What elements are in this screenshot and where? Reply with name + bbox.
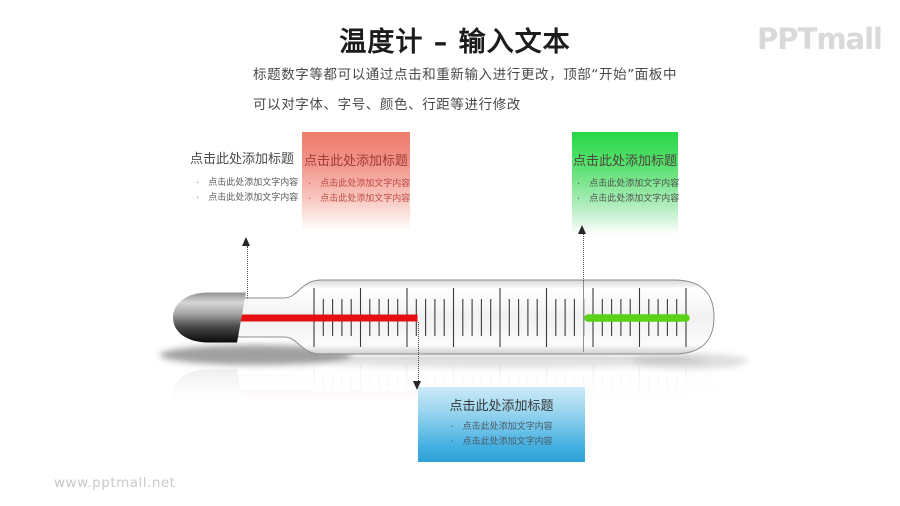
callout-blue-segment[interactable]: 点击此处添加标题 · 点击此处添加文字内容 · 点击此处添加文字内容 <box>418 387 585 462</box>
callout-bullet[interactable]: · 点击此处添加文字内容 <box>418 435 585 450</box>
callout-bullet-text: 点击此处添加文字内容 <box>589 194 680 204</box>
callout-bullet-text: 点击此处添加文字内容 <box>320 194 411 204</box>
watermark-url: www.pptmall.net <box>54 475 176 491</box>
callout-bullet-text: 点击此处添加文字内容 <box>462 437 553 447</box>
callout-bullet[interactable]: · 点击此处添加文字内容 <box>302 177 410 192</box>
arrow-up-icon <box>242 237 250 246</box>
callout-bullet[interactable]: · 点击此处添加文字内容 <box>572 177 680 192</box>
callout-bullet[interactable]: · 点击此处添加文字内容 <box>572 192 680 207</box>
bullet-dot-icon: · <box>577 194 581 205</box>
subtitle: 标题数字等都可以通过点击和重新输入进行更改，顶部“开始”面板中 可以对字体、字号… <box>253 60 683 120</box>
connector-line-green <box>583 234 584 281</box>
thermometer-shadow <box>160 345 748 369</box>
bullet-dot-icon: · <box>450 437 454 448</box>
callout-title[interactable]: 点击此处添加标题 <box>449 399 554 414</box>
callout-bullet[interactable]: · 点击此处添加文字内容 <box>183 176 307 191</box>
callout-bullet[interactable]: · 点击此处添加文字内容 <box>183 191 307 206</box>
callout-bullet-text: 点击此处添加文字内容 <box>589 179 680 189</box>
arrow-down-icon <box>413 381 421 390</box>
callout-bullet-text: 点击此处添加文字内容 <box>208 193 299 203</box>
callout-red-segment[interactable]: 点击此处添加标题 · 点击此处添加文字内容 · 点击此处添加文字内容 <box>302 132 410 239</box>
bullet-dot-icon: · <box>308 194 312 205</box>
connector-line-blue <box>418 322 419 381</box>
callout-bullet[interactable]: · 点击此处添加文字内容 <box>302 192 410 207</box>
callout-title[interactable]: 点击此处添加标题 <box>573 154 678 169</box>
subtitle-line-1: 标题数字等都可以通过点击和重新输入进行更改，顶部“开始”面板中 <box>253 67 678 83</box>
callout-bullet-text: 点击此处添加文字内容 <box>320 179 411 189</box>
callout-bullet[interactable]: · 点击此处添加文字内容 <box>418 420 585 435</box>
arrow-up-icon <box>578 225 586 234</box>
callout-green-segment[interactable]: 点击此处添加标题 · 点击此处添加文字内容 · 点击此处添加文字内容 <box>572 132 680 239</box>
subtitle-line-2: 可以对字体、字号、颜色、行距等进行修改 <box>253 97 521 113</box>
bullet-dot-icon: · <box>196 193 200 204</box>
callout-title[interactable]: 点击此处添加标题 <box>190 152 295 167</box>
callout-bulb-placeholder[interactable]: 点击此处添加标题 · 点击此处添加文字内容 · 点击此处添加文字内容 <box>183 152 307 206</box>
connector-line-bulb <box>247 246 248 298</box>
callout-bullet-text: 点击此处添加文字内容 <box>462 422 553 432</box>
bullet-dot-icon: · <box>196 178 200 189</box>
callout-title[interactable]: 点击此处添加标题 <box>304 154 409 169</box>
page-title: 温度计 – 输入文本 <box>339 27 571 58</box>
bullet-dot-icon: · <box>450 422 454 433</box>
connector-line-green-solid <box>583 281 584 352</box>
pptmall-logo: PPTmall <box>757 22 883 56</box>
bullet-dot-icon: · <box>577 179 581 190</box>
callout-bullet-text: 点击此处添加文字内容 <box>208 178 299 188</box>
bullet-dot-icon: · <box>308 179 312 190</box>
